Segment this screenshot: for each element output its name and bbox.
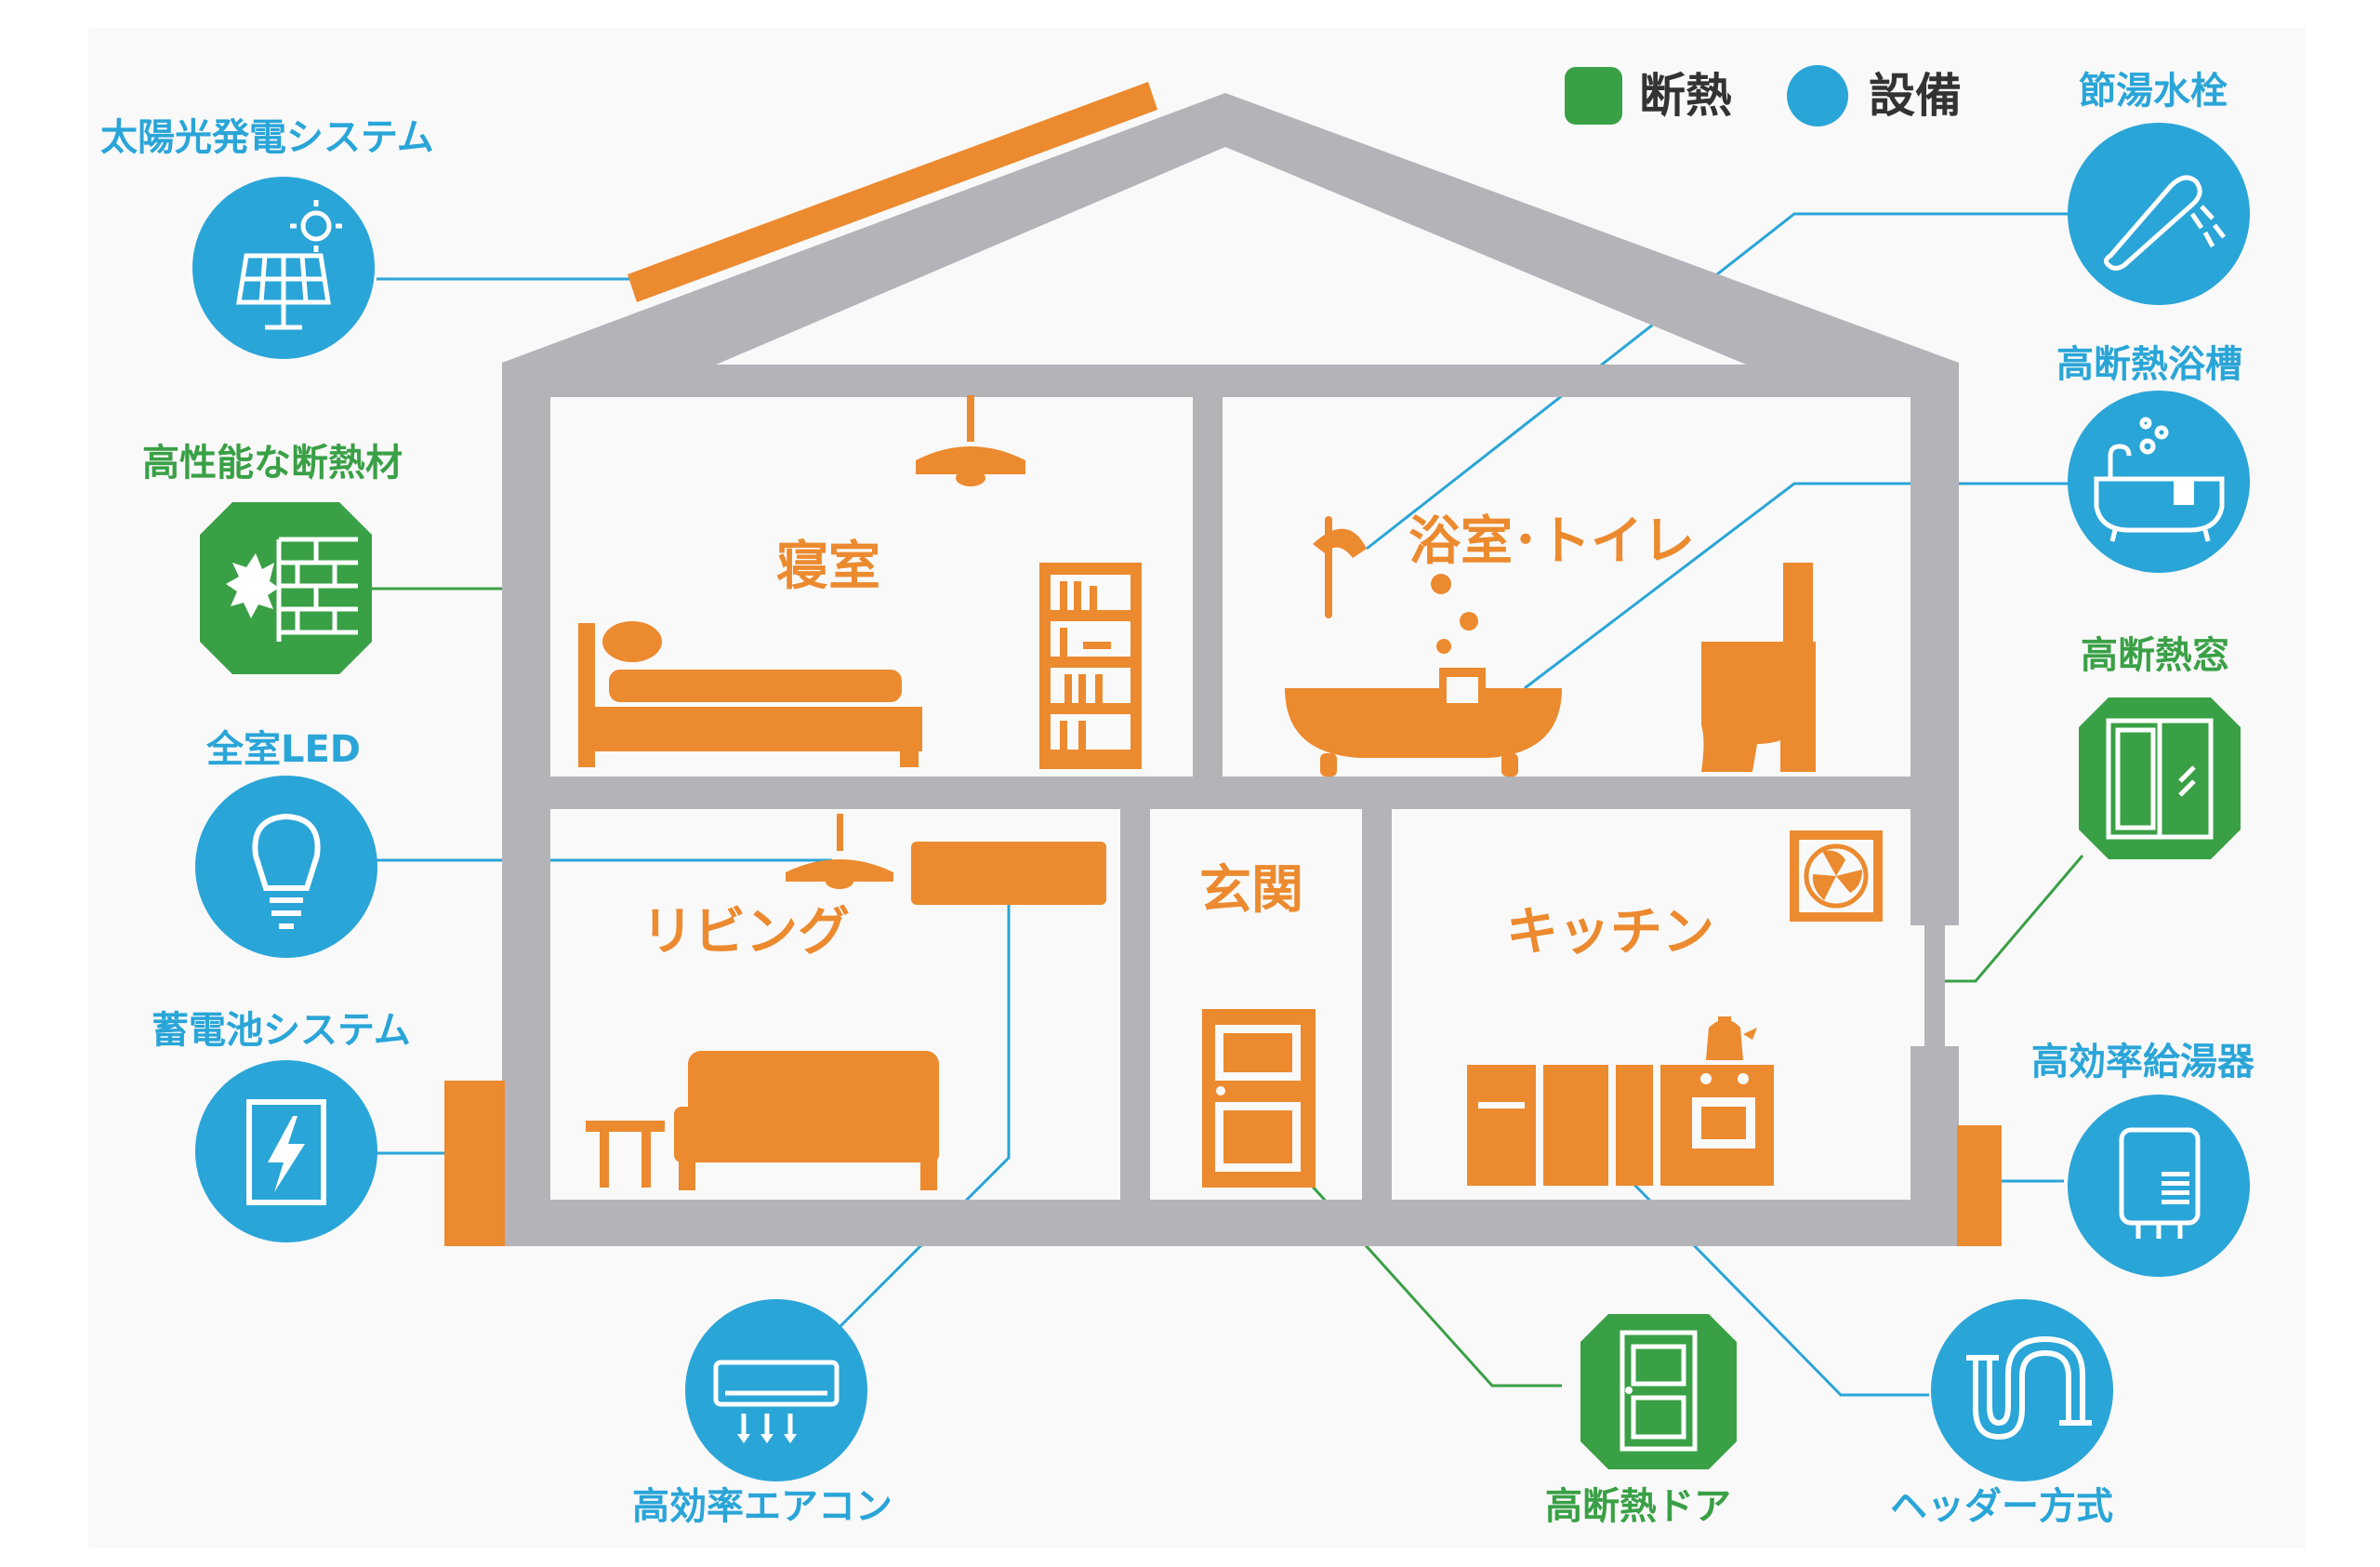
legend-markers [1565,65,1848,126]
feature-label-solar: 太陽光発電システム [100,116,434,159]
feature-label-aircon: 高効率エアコン [632,1485,892,1528]
window-frame [1924,925,1945,1046]
bathtub-icon [2068,391,2250,573]
floor-middle [502,777,1959,809]
icon-badges [192,123,2250,1481]
room-label-entrance: 玄関 [1199,860,1303,921]
air-conditioner-icon [685,1299,867,1481]
outer-wall-right-upper [1911,363,1959,925]
pipe-icon [1931,1299,2113,1481]
feature-label-insulation-material: 高性能な断熱材 [142,442,403,485]
legend-insulation-label: 断熱 [1639,69,1732,123]
solar-panel-icon [192,177,375,359]
roof [502,93,1959,392]
connector-lines [372,212,2084,1397]
feature-label-window: 高断熱窓 [2081,634,2229,677]
wall-upper-divider [1193,391,1223,781]
window-icon [2079,697,2241,859]
feature-label-header: ヘッダー方式 [1890,1485,2113,1528]
feature-label-battery: 蓄電池システム [152,1009,411,1052]
house-structure [502,93,1959,1246]
feature-label-heater: 高効率給湯器 [2031,1041,2254,1083]
connector-bathtub [1524,482,2073,690]
wall-living-entrance [1120,804,1150,1204]
feature-label-faucet: 節湯水栓 [2079,70,2228,113]
legend-insulation-swatch [1565,67,1622,125]
roof-solar-panel [628,82,1157,302]
door-icon [1580,1314,1737,1469]
light-bulb-icon [195,776,377,958]
water-heater-icon [2068,1095,2250,1277]
water-heater-unit [1957,1125,2002,1246]
kitchen-fixtures [1467,830,1883,1186]
battery-unit [444,1081,505,1246]
connector-faucet [1366,212,2069,551]
air-conditioner [911,842,1106,905]
kettle [1706,1019,1743,1060]
bathroom-fixtures [1285,516,1816,777]
coffee-table [586,1121,665,1132]
house-accents [444,82,2002,1246]
floor-upper [502,365,1959,397]
brick-wall-icon [200,502,372,674]
room-label-kitchen: キッチン [1506,902,1714,963]
room-label-bath-toilet: 浴室･トイレ [1408,511,1695,572]
connector-window [1943,855,2084,983]
room-label-living: リビング [641,902,850,963]
feature-label-led: 全室LED [206,728,362,771]
room-label-bedroom: 寝室 [776,537,880,597]
floor-bottom [502,1200,1959,1246]
shower-icon [2068,123,2250,305]
wall-entrance-kitchen [1362,804,1392,1204]
feature-label-door: 高断熱ドア [1545,1485,1731,1528]
connector-aircon [835,888,1011,1332]
battery-lightning-icon [195,1060,377,1242]
legend-equipment-label: 設備 [1869,69,1962,123]
living-furniture [586,814,1106,1190]
feature-label-bathtub: 高断熱浴槽 [2056,343,2242,386]
legend-equipment-swatch [1787,65,1848,126]
entrance-door [1202,1009,1316,1188]
